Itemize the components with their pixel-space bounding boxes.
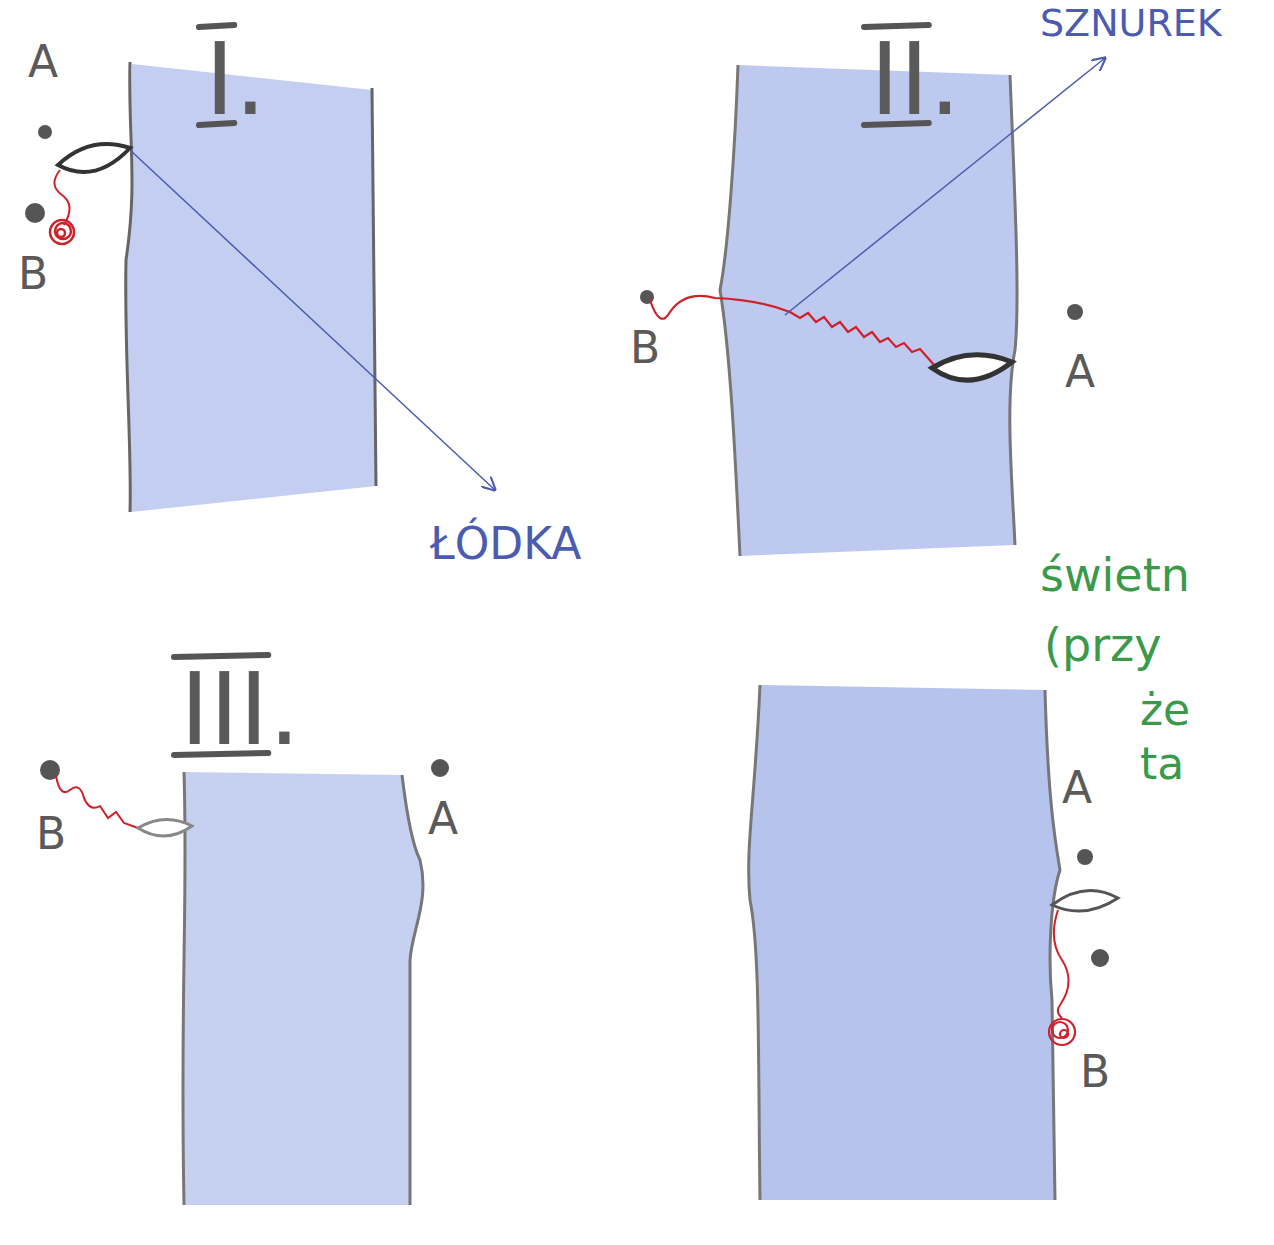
- river-water: [749, 685, 1060, 1200]
- panel-number: I.: [205, 30, 266, 130]
- string-ball: [50, 220, 74, 244]
- point-dot: [25, 203, 45, 223]
- point-label: B: [630, 326, 660, 370]
- boat: [138, 819, 192, 836]
- panel-number: II.: [870, 30, 961, 130]
- teacher-note: (przy: [1044, 622, 1161, 668]
- point-dot: [1091, 949, 1109, 967]
- river-bank: [1010, 75, 1017, 545]
- boat: [932, 355, 1012, 380]
- river-water: [720, 65, 1017, 556]
- teacher-note: że: [1140, 688, 1190, 732]
- point-label: B: [1080, 1050, 1110, 1094]
- river-bank: [1045, 690, 1060, 1200]
- numeral-bar: [864, 25, 929, 27]
- river-water: [126, 64, 376, 512]
- point-label: B: [18, 252, 48, 296]
- point-dot: [640, 290, 654, 304]
- point-label: A: [28, 40, 58, 84]
- teacher-note: ta: [1140, 742, 1184, 786]
- point-label: B: [36, 812, 66, 856]
- point-dot: [38, 125, 52, 139]
- panel-number: III.: [180, 660, 300, 760]
- river-bank: [126, 62, 132, 512]
- red-string: [54, 170, 69, 225]
- point-label: A: [428, 797, 458, 841]
- red-string: [1054, 910, 1069, 1018]
- boat: [58, 144, 130, 172]
- point-dot: [1077, 849, 1093, 865]
- river-water: [183, 772, 423, 1205]
- red-string: [650, 296, 935, 366]
- point-label: A: [1062, 766, 1092, 810]
- numeral-bar: [174, 655, 268, 657]
- boat: [1052, 890, 1118, 911]
- river-bank: [372, 88, 376, 486]
- point-label: A: [1065, 350, 1095, 394]
- river-bank: [402, 775, 423, 1205]
- callout-label: ŁÓDKA: [430, 522, 581, 566]
- numeral-bar: [199, 25, 234, 27]
- teacher-note: świetn: [1040, 552, 1190, 598]
- point-dot: [1067, 304, 1083, 320]
- river-bank: [749, 685, 760, 1200]
- callout-label: SZNUREK: [1040, 4, 1222, 42]
- leader-arrow: [130, 150, 495, 490]
- river-bank: [183, 772, 185, 1205]
- red-string: [56, 776, 138, 828]
- point-dot: [431, 759, 449, 777]
- string-ball: [1049, 1019, 1075, 1045]
- river-bank: [720, 65, 740, 556]
